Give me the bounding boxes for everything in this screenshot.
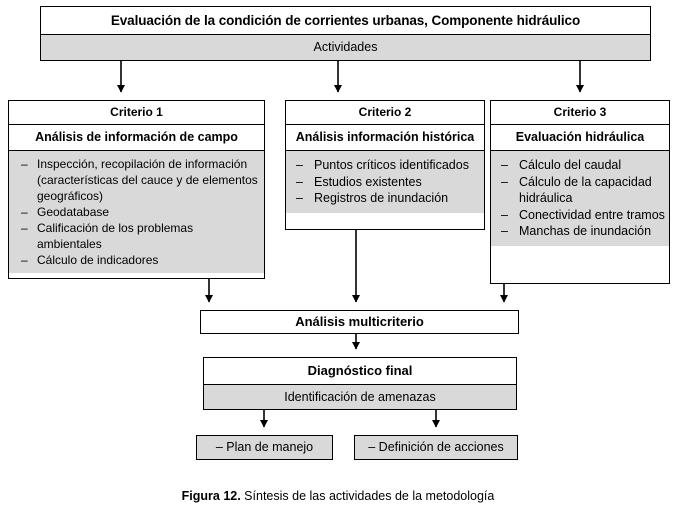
list-item: Geodatabase	[15, 204, 258, 220]
figure-caption-text: Síntesis de las actividades de la metodo…	[240, 489, 495, 503]
list-item: Cálculo de la capacidad hidráulica	[495, 174, 665, 207]
diagnosis-box: Diagnóstico final Identificación de amen…	[203, 357, 517, 410]
criterion-2-title: Análisis información histórica	[286, 125, 484, 151]
figure-number: Figura 12.	[181, 489, 241, 503]
header-subtitle: Actividades	[41, 35, 650, 60]
figure-caption: Figura 12. Síntesis de las actividades d…	[0, 489, 676, 503]
list-item: Cálculo de indicadores	[15, 252, 258, 268]
criterion-2-box: Criterio 2 Análisis información históric…	[285, 100, 485, 230]
criterion-3-title: Evaluación hidráulica	[491, 125, 669, 151]
diagnosis-subtitle: Identificación de amenazas	[204, 385, 516, 409]
analysis-label: Análisis multicriterio	[295, 314, 424, 329]
criterion-1-box: Criterio 1 Análisis de información de ca…	[8, 100, 265, 279]
list-item: Manchas de inundación	[495, 223, 665, 240]
header-box: Evaluación de la condición de corrientes…	[40, 6, 651, 61]
outcome-box-plan-de-manejo: – Plan de manejo	[196, 435, 333, 460]
outcome-box-definicion-de-acciones: – Definición de acciones	[354, 435, 518, 460]
criterion-2-number: Criterio 2	[286, 101, 484, 125]
list-item: Estudios existentes	[290, 174, 480, 191]
diagnosis-title: Diagnóstico final	[204, 358, 516, 385]
criterion-2-list: Puntos críticos identificados Estudios e…	[286, 151, 484, 213]
criterion-1-title: Análisis de información de campo	[9, 125, 264, 151]
list-item: Calificación de los problemas ambientale…	[15, 220, 258, 252]
list-item: Registros de inundación	[290, 190, 480, 207]
analysis-box: Análisis multicriterio	[200, 310, 519, 334]
list-item: Inspección, recopilación de información …	[15, 156, 258, 204]
criterion-3-box: Criterio 3 Evaluación hidráulica Cálculo…	[490, 100, 670, 284]
criterion-3-number: Criterio 3	[491, 101, 669, 125]
criterion-1-number: Criterio 1	[9, 101, 264, 125]
criterion-1-list: Inspección, recopilación de información …	[9, 151, 264, 273]
list-item: Puntos críticos identificados	[290, 157, 480, 174]
criterion-3-list: Cálculo del caudal Cálculo de la capacid…	[491, 151, 669, 246]
page-title: Evaluación de la condición de corrientes…	[41, 7, 650, 35]
list-item: Cálculo del caudal	[495, 157, 665, 174]
list-item: Conectividad entre tramos	[495, 207, 665, 224]
